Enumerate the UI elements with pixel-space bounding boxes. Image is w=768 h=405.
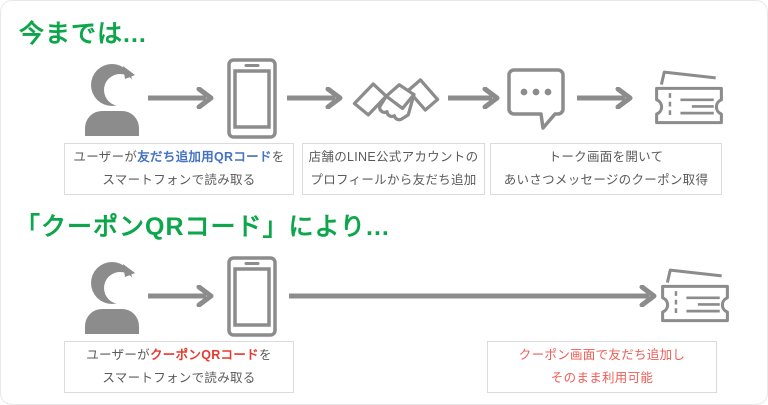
step-box-add-friend-from-profile: 店舗のLINE公式アカウントの プロフィールから友だち追加 [302,143,485,195]
coupon-ticket-icon [649,64,729,127]
smartphone-icon [227,58,277,139]
user-icon [81,62,143,136]
step-line: トーク画面を開いて [548,150,664,164]
step-line: そのまま利用可能 [550,371,654,385]
chat-bubble-icon [507,68,565,131]
smartphone-icon [227,256,277,337]
step-line: スマートフォンで読み取る [102,173,256,187]
section-heading-after: 「クーポンQRコード」により... [15,213,390,241]
handshake-icon [352,65,440,129]
emphasis-friend-add-qr: 友だち追加用QRコード [137,150,272,164]
step-line: クーポン画面で友だち追加し [518,348,686,362]
arrow-right-icon [448,87,502,109]
arrow-right-icon [148,285,216,307]
step-box-scan-coupon-qr: ユーザーがクーポンQRコードを スマートフォンで読み取る [64,341,294,393]
step-line: ユーザーが友だち追加用QRコードを [73,150,285,164]
arrow-right-icon [287,87,345,109]
step-line: 店舗のLINE公式アカウントの [308,150,479,164]
emphasis-coupon-qr: クーポンQRコード [150,348,259,362]
step-box-scan-friend-qr: ユーザーが友だち追加用QRコードを スマートフォンで読み取る [64,143,294,195]
step-box-use-coupon-directly: クーポン画面で友だち追加し そのまま利用可能 [487,341,717,393]
arrow-right-icon [577,87,635,109]
step-line: プロフィールから友だち追加 [310,173,477,187]
long-arrow-right-icon [289,285,659,307]
step-line: ユーザーがクーポンQRコードを [86,348,272,362]
coupon-ticket-icon [655,262,735,325]
user-icon [81,260,143,334]
step-line: あいさつメッセージのクーポン取得 [503,173,709,187]
section-heading-before: 今までは... [19,20,147,48]
arrow-right-icon [148,87,216,109]
step-box-get-coupon-from-talk: トーク画面を開いて あいさつメッセージのクーポン取得 [490,143,722,195]
step-line: スマートフォンで読み取る [102,371,256,385]
